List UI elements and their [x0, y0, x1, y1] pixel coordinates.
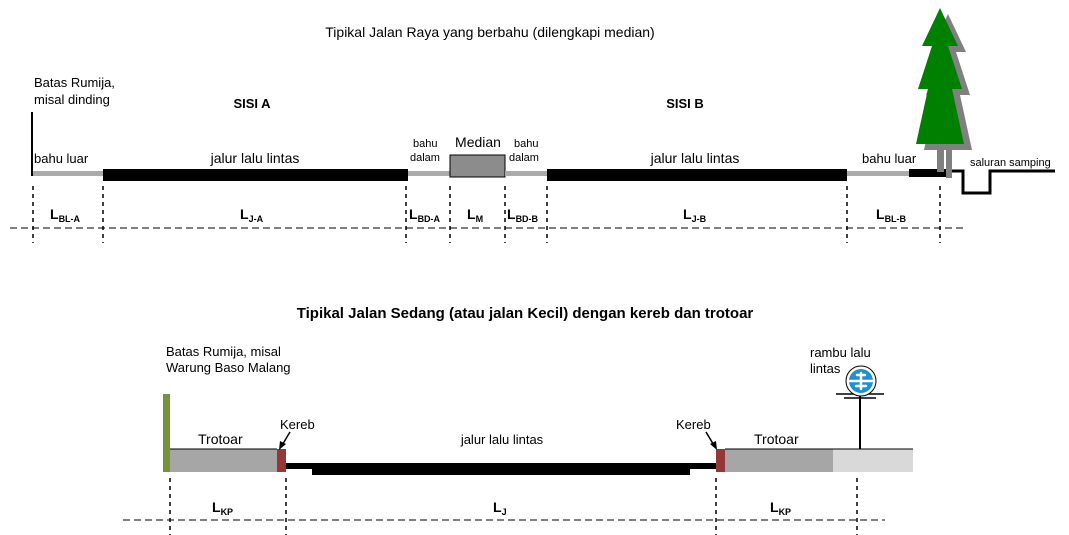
rambu-label-1: rambu lalu [810, 345, 871, 360]
bahu-dalam-a-label-1: bahu [413, 138, 437, 150]
sisi-a-label: SISI A [233, 96, 271, 111]
bahu-luar-a-label: bahu luar [34, 151, 89, 166]
top-title: Tipikal Jalan Raya yang berbahu (dilengk… [325, 24, 654, 40]
trotoar-right-surface [725, 449, 833, 472]
dim-bd-a: LBD-A [409, 206, 441, 224]
bahu-luar-b-edge [909, 169, 951, 177]
tree-icon [916, 8, 972, 178]
rambu-label-2: lintas [810, 361, 841, 376]
jalur-label: jalur lalu lintas [460, 432, 544, 447]
bahu-dalam-a-surface [408, 171, 450, 176]
bahu-dalam-b-surface [505, 171, 547, 176]
trotoar-right-label: Trotoar [754, 431, 799, 447]
traffic-sign-icon [836, 365, 884, 450]
bottom-dimension-ticks [169, 478, 858, 535]
saluran-samping-label: saluran samping [970, 157, 1051, 169]
bahu-luar-b-label: bahu luar [862, 151, 917, 166]
median-label: Median [455, 134, 501, 150]
bottom-boundary-pole [163, 394, 170, 472]
jalur-b-label: jalur lalu lintas [650, 150, 740, 166]
top-batas-label-2: misal dinding [34, 92, 110, 107]
dim-kp-right: LKP [770, 499, 791, 517]
jalur-surface [286, 463, 716, 469]
kereb-right-block [716, 449, 725, 472]
dim-j-b: LJ-B [683, 206, 707, 224]
dim-m: LM [467, 206, 483, 224]
sisi-b-label: SISI B [666, 96, 704, 111]
jalur-a-label: jalur lalu lintas [210, 150, 300, 166]
kereb-left-block [277, 449, 286, 472]
bahu-luar-a-surface [33, 171, 103, 176]
trotoar-left-label: Trotoar [198, 431, 243, 447]
bottom-batas-label-1: Batas Rumija, misal [166, 344, 281, 359]
saluran-samping-channel [951, 169, 1055, 195]
bahu-luar-b-surface [847, 171, 909, 176]
top-batas-label-1: Batas Rumija, [34, 75, 115, 90]
bahu-dalam-b-label-1: bahu [514, 138, 538, 150]
kereb-right-label: Kereb [676, 417, 711, 432]
jalur-a-surface [103, 169, 408, 181]
jalur-b-surface [547, 169, 847, 181]
trotoar-left-surface [170, 449, 277, 472]
dim-bl-b: LBL-B [876, 206, 907, 224]
dim-bl-a: LBL-A [50, 206, 81, 224]
trotoar-right-extension [833, 449, 913, 472]
bottom-title: Tipikal Jalan Sedang (atau jalan Kecil) … [297, 305, 754, 322]
bahu-dalam-b-label-2: dalam [509, 152, 539, 164]
top-dimension-ticks [32, 186, 941, 243]
dim-j: LJ [493, 499, 507, 517]
kereb-left-label: Kereb [280, 417, 315, 432]
bahu-dalam-a-label-2: dalam [410, 152, 440, 164]
median-block [449, 154, 506, 178]
dim-bd-b: LBD-B [507, 206, 539, 224]
dim-j-a: LJ-A [240, 206, 264, 224]
dim-kp-left: LKP [212, 499, 233, 517]
bottom-batas-label-2: Warung Baso Malang [166, 360, 291, 375]
